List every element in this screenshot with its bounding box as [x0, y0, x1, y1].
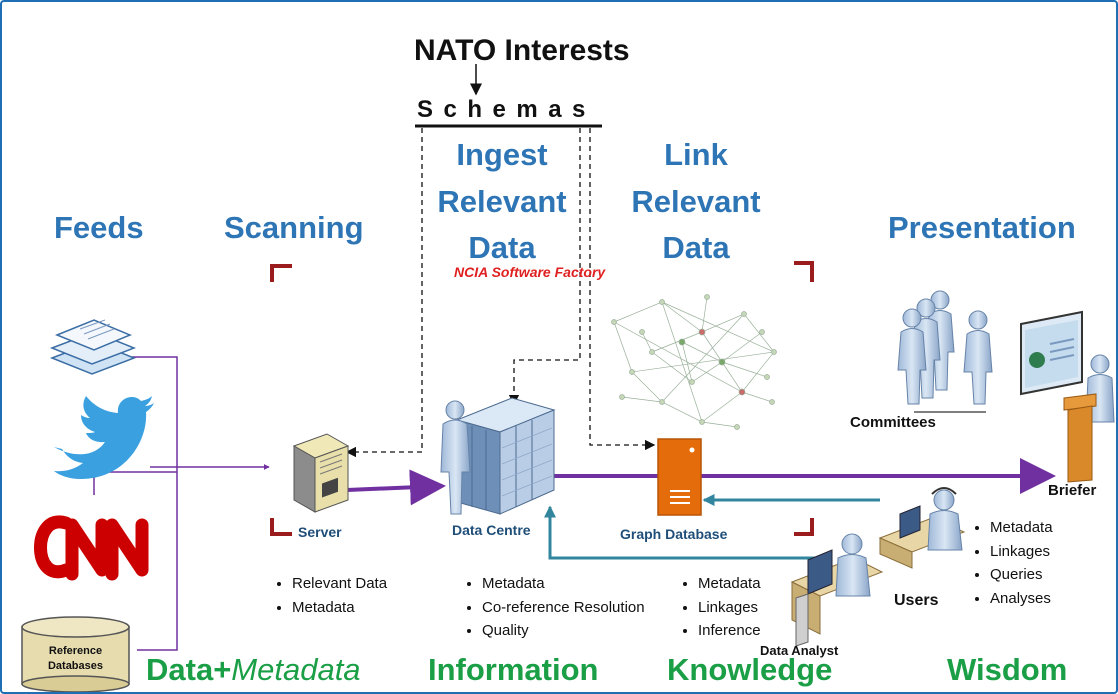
reference-databases-label: Reference Databases	[24, 644, 127, 674]
data-analyst-label: Data Analyst	[760, 643, 839, 658]
bottom-information: Information	[428, 652, 599, 687]
factory-brackets	[270, 261, 814, 536]
committees-label: Committees	[850, 414, 936, 431]
list-item: Linkages	[990, 540, 1053, 564]
user-workstation-icon	[878, 487, 966, 569]
reference-databases-line-1: Reference	[48, 645, 103, 657]
list-item: Co-reference Resolution	[482, 596, 645, 620]
list-item: Queries	[990, 563, 1053, 587]
graph-database-label: Graph Database	[620, 526, 728, 542]
feed-connectors	[93, 356, 270, 651]
server-bullets: Relevant Data Metadata	[270, 572, 387, 619]
data-centre-icon	[455, 397, 556, 515]
bottom-wisdom: Wisdom	[947, 652, 1068, 687]
people-group-icon	[897, 290, 993, 413]
heading-ingest-line-3: Data	[468, 230, 536, 265]
server-label: Server	[298, 524, 342, 540]
list-item: Linkages	[698, 596, 761, 620]
main-flow-arrows	[346, 458, 1056, 506]
twitter-bird-icon	[54, 396, 154, 479]
list-item: Analyses	[990, 587, 1053, 611]
schemas-label: Schemas	[417, 96, 596, 123]
heading-ingest: Ingest Relevant Data	[422, 132, 582, 272]
presenter-icon	[1020, 310, 1115, 483]
data-centre-person-icon	[440, 400, 471, 515]
data-centre-label: Data Centre	[452, 522, 531, 538]
data-centre-bullets: Metadata Co-reference Resolution Quality	[460, 572, 645, 643]
software-factory-label: NCIA Software Factory	[454, 264, 606, 280]
feedback-arrows	[544, 494, 880, 560]
heading-feeds: Feeds	[54, 210, 144, 245]
heading-link-line-1: Link	[664, 137, 728, 172]
list-item: Metadata	[482, 572, 645, 596]
heading-scanning: Scanning	[224, 210, 364, 245]
heading-ingest-line-1: Ingest	[456, 137, 548, 172]
heading-presentation: Presentation	[888, 210, 1076, 245]
bottom-metadata: Metadata	[231, 652, 361, 687]
list-item: Inference	[698, 619, 761, 643]
list-item: Metadata	[698, 572, 761, 596]
server-icon	[292, 433, 350, 513]
nato-interests-label: NATO Interests	[414, 34, 630, 67]
heading-link-line-2: Relevant	[631, 183, 761, 219]
bottom-data: Data+	[146, 652, 232, 687]
database-icon	[657, 438, 702, 516]
users-label: Users	[894, 592, 939, 609]
network-graph-icon	[611, 294, 777, 430]
cnn-logo	[34, 515, 149, 581]
analyst-workstation-icon	[790, 533, 884, 647]
bottom-data-metadata: Data+Metadata	[146, 652, 361, 688]
schema-dashed-links	[345, 128, 656, 458]
heading-ingest-line-2: Relevant	[437, 183, 567, 219]
heading-link: Link Relevant Data	[614, 132, 778, 272]
heading-link-line-3: Data	[662, 230, 730, 265]
document-stack-icon	[49, 319, 137, 375]
reference-databases-line-2: Databases	[47, 660, 104, 672]
list-item: Metadata	[990, 516, 1053, 540]
list-item: Metadata	[292, 596, 387, 620]
list-item: Quality	[482, 619, 645, 643]
list-item: Relevant Data	[292, 572, 387, 596]
briefer-label: Briefer	[1048, 482, 1097, 499]
bottom-knowledge: Knowledge	[667, 652, 833, 687]
users-bullets: Metadata Linkages Queries Analyses	[968, 516, 1053, 610]
graph-bullets: Metadata Linkages Inference	[676, 572, 761, 643]
database-cylinder-icon	[21, 616, 130, 692]
